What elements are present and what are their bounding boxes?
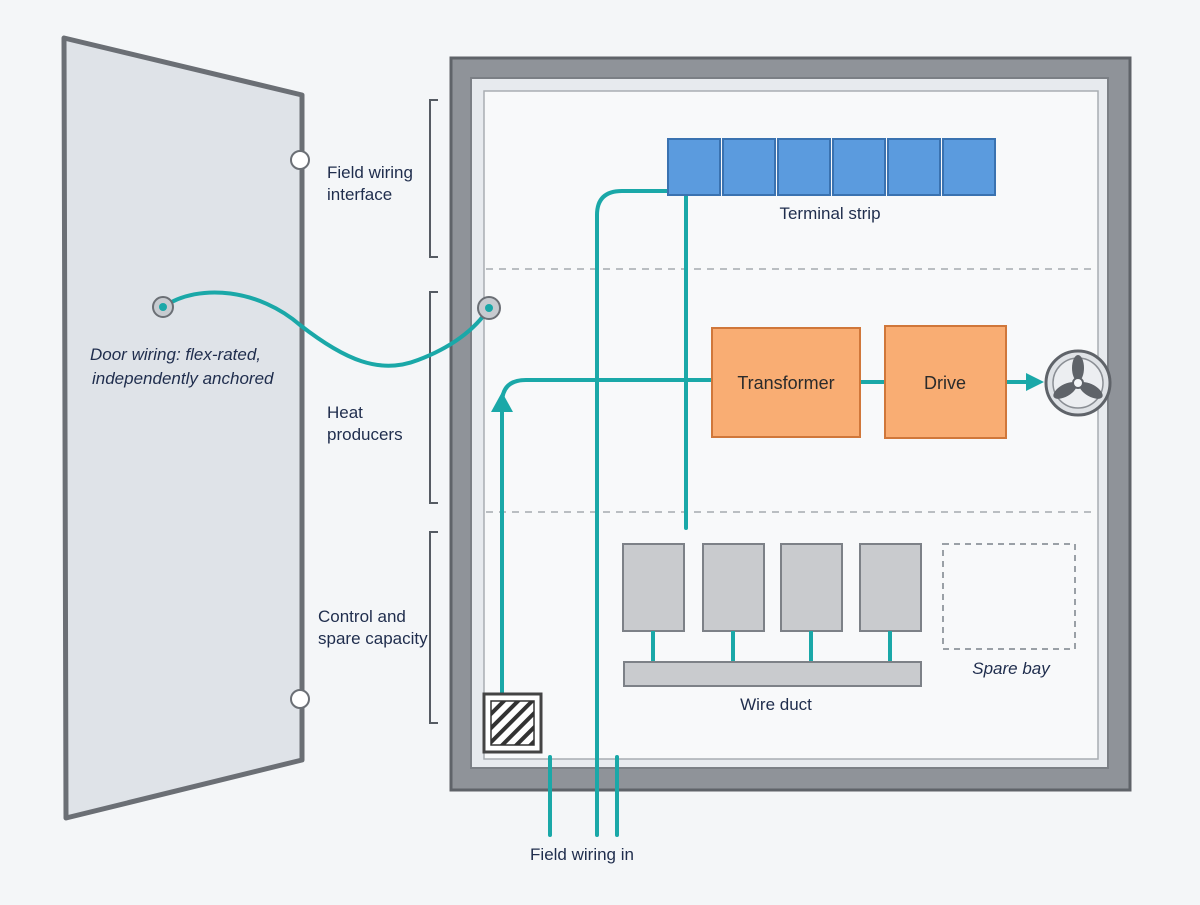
riser-arrowhead [491, 392, 513, 412]
field-wiring-in-label: Field wiring in [530, 845, 634, 864]
terminal-block [667, 138, 721, 196]
terminal-block [887, 138, 941, 196]
transformer-box [711, 327, 861, 438]
bracket-control-spare [429, 531, 438, 724]
cable-gland-icon [482, 692, 543, 754]
breaker [859, 543, 922, 632]
zone-label-control-2: spare capacity [318, 629, 428, 648]
door-hinge-top [290, 150, 310, 170]
terminal-feed-wire [595, 189, 670, 837]
breaker-leads [651, 631, 892, 662]
zone-label-control-1: Control and [318, 607, 406, 626]
control-devices [622, 543, 922, 632]
bracket-heat-producers [429, 291, 438, 504]
fan-icon [1044, 349, 1112, 417]
spare-bay-label: Spare bay [972, 659, 1051, 678]
door-flex-wire [161, 290, 491, 368]
spare-bay [942, 543, 1076, 650]
door-note-line1: Door wiring: flex-rated, [90, 345, 261, 364]
wire-duct-label: Wire duct [740, 695, 812, 714]
terminal-strip [667, 138, 996, 196]
door-panel [61, 35, 305, 821]
breaker [780, 543, 843, 632]
door-hinge-bottom [290, 689, 310, 709]
terminal-block [942, 138, 996, 196]
door-note-line2: independently anchored [92, 369, 274, 388]
transformer-label: Transformer [737, 373, 834, 393]
terminal-strip-label: Terminal strip [779, 204, 880, 223]
zone-brackets [429, 99, 438, 724]
zone-label-heat-2: producers [327, 425, 403, 444]
panel-grommet-core [485, 304, 493, 312]
wire-duct [623, 661, 922, 687]
door: Door wiring: flex-rated, independently a… [61, 35, 310, 821]
terminal-block [777, 138, 831, 196]
zone-label-field-wiring-2: interface [327, 185, 392, 204]
door-grommet-core [159, 303, 167, 311]
terminal-block [832, 138, 886, 196]
fan-arrowhead [1026, 373, 1044, 391]
breaker [702, 543, 765, 632]
zone-label-field-wiring-1: Field wiring [327, 163, 413, 182]
drive-box [884, 325, 1007, 439]
zone-label-heat-1: Heat [327, 403, 363, 422]
drive-label: Drive [924, 373, 966, 393]
terminal-block [722, 138, 776, 196]
bracket-field-wiring [429, 99, 438, 258]
breaker [622, 543, 685, 632]
